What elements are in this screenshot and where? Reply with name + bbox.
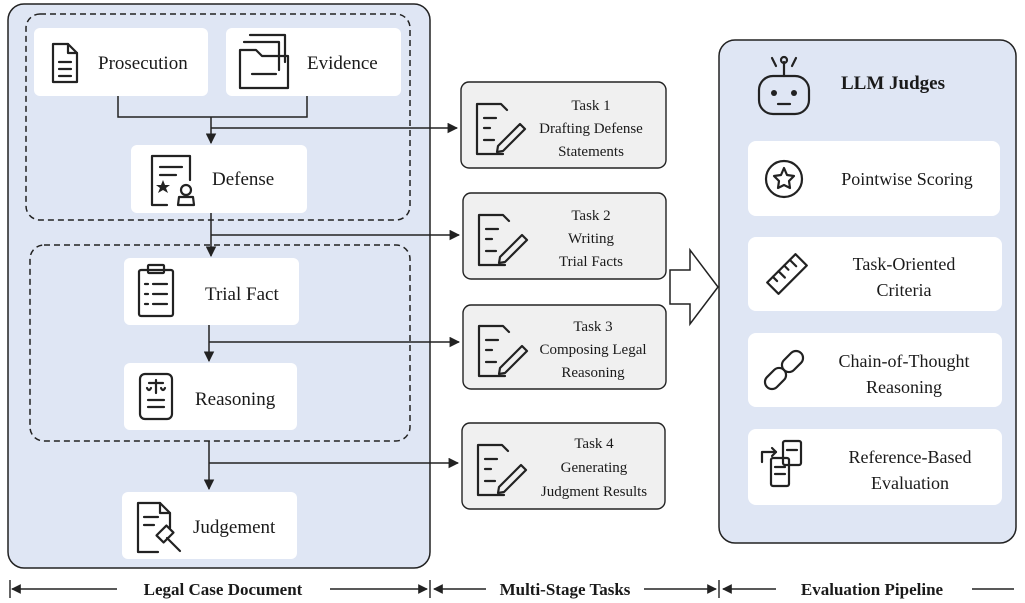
task-4-number: Task 4: [574, 436, 614, 452]
legal-case-document-label: Legal Case Document: [144, 580, 303, 599]
judge-item-4-line2: Evaluation: [871, 473, 949, 493]
judge-item-2-line2: Criteria: [877, 280, 932, 300]
task-1-line1: Drafting Defense: [539, 121, 643, 137]
prosecution-label: Prosecution: [98, 53, 188, 74]
task-4-line2: Judgment Results: [541, 484, 647, 500]
footer-multi-stage-tasks: Multi-Stage Tasks: [433, 580, 720, 599]
edit-document-icon: [477, 213, 529, 267]
judge-item-chain-of-thought: Chain-of-Thought Reasoning: [748, 333, 1002, 407]
judge-item-reference-based: Reference-Based Evaluation: [748, 429, 1002, 505]
task-3-line2: Reasoning: [561, 365, 625, 381]
ruler-icon: [766, 253, 808, 295]
link-chain-icon: [763, 349, 805, 391]
edit-document-icon: [475, 102, 527, 156]
task-2-line2: Trial Facts: [559, 254, 623, 270]
task-3-box: Task 3 Composing Legal Reasoning: [462, 304, 667, 390]
judge-item-3-line2: Reasoning: [866, 377, 942, 397]
evaluation-pipeline-label: Evaluation Pipeline: [801, 580, 944, 599]
evidence-box: Evidence: [226, 28, 401, 96]
merge-connector: [117, 96, 308, 118]
prosecution-box: Prosecution: [34, 28, 208, 96]
llm-judges-title: LLM Judges: [841, 73, 945, 94]
reasoning-box: Reasoning: [124, 363, 297, 430]
trial-fact-box: Trial Fact: [124, 258, 299, 325]
scales-document-icon: [138, 372, 174, 421]
evidence-label: Evidence: [307, 53, 378, 74]
judgement-label: Judgement: [193, 517, 276, 538]
multi-stage-tasks-label: Multi-Stage Tasks: [500, 580, 631, 599]
gavel-document-icon: [136, 501, 182, 554]
judge-item-pointwise-scoring: Pointwise Scoring: [748, 141, 1000, 216]
task-1-box: Task 1 Drafting Defense Statements: [460, 81, 667, 169]
task-2-box: Task 2 Writing Trial Facts: [462, 192, 667, 280]
judge-item-1-line1: Pointwise Scoring: [841, 169, 973, 189]
task-3-line1: Composing Legal: [539, 342, 646, 358]
edit-document-icon: [477, 324, 529, 378]
judge-item-2-line1: Task-Oriented: [853, 254, 956, 274]
task-4-box: Task 4 Generating Judgment Results: [461, 422, 666, 510]
footer-evaluation-pipeline: Evaluation Pipeline: [722, 580, 1014, 599]
clipboard-icon: [137, 263, 175, 318]
task-2-number: Task 2: [571, 208, 610, 224]
folders-icon: [238, 33, 290, 90]
judge-item-4-line1: Reference-Based: [849, 447, 972, 467]
certificate-icon: [150, 154, 196, 207]
star-badge-icon: [764, 159, 804, 199]
task-4-line1: Generating: [561, 460, 628, 476]
footer-legal-case-document: Legal Case Document: [9, 580, 431, 599]
judgement-box: Judgement: [122, 492, 297, 559]
edit-document-icon: [476, 443, 528, 497]
robot-icon: [757, 55, 811, 116]
upper-dashed-group: [25, 13, 411, 221]
defense-box: Defense: [131, 145, 307, 213]
defense-label: Defense: [212, 169, 274, 190]
task-1-line2: Statements: [558, 144, 624, 160]
judge-item-3-line1: Chain-of-Thought: [839, 351, 970, 371]
trial-fact-label: Trial Fact: [205, 284, 279, 305]
document-icon: [51, 42, 79, 84]
judge-item-task-oriented-criteria: Task-Oriented Criteria: [748, 237, 1002, 311]
task-1-number: Task 1: [571, 98, 610, 114]
lower-dashed-group: [29, 244, 411, 442]
copy-documents-icon: [760, 439, 803, 488]
to-judges-arrow: [669, 247, 719, 327]
task-2-line1: Writing: [568, 231, 615, 247]
reasoning-label: Reasoning: [195, 389, 276, 410]
task-3-number: Task 3: [573, 319, 612, 335]
